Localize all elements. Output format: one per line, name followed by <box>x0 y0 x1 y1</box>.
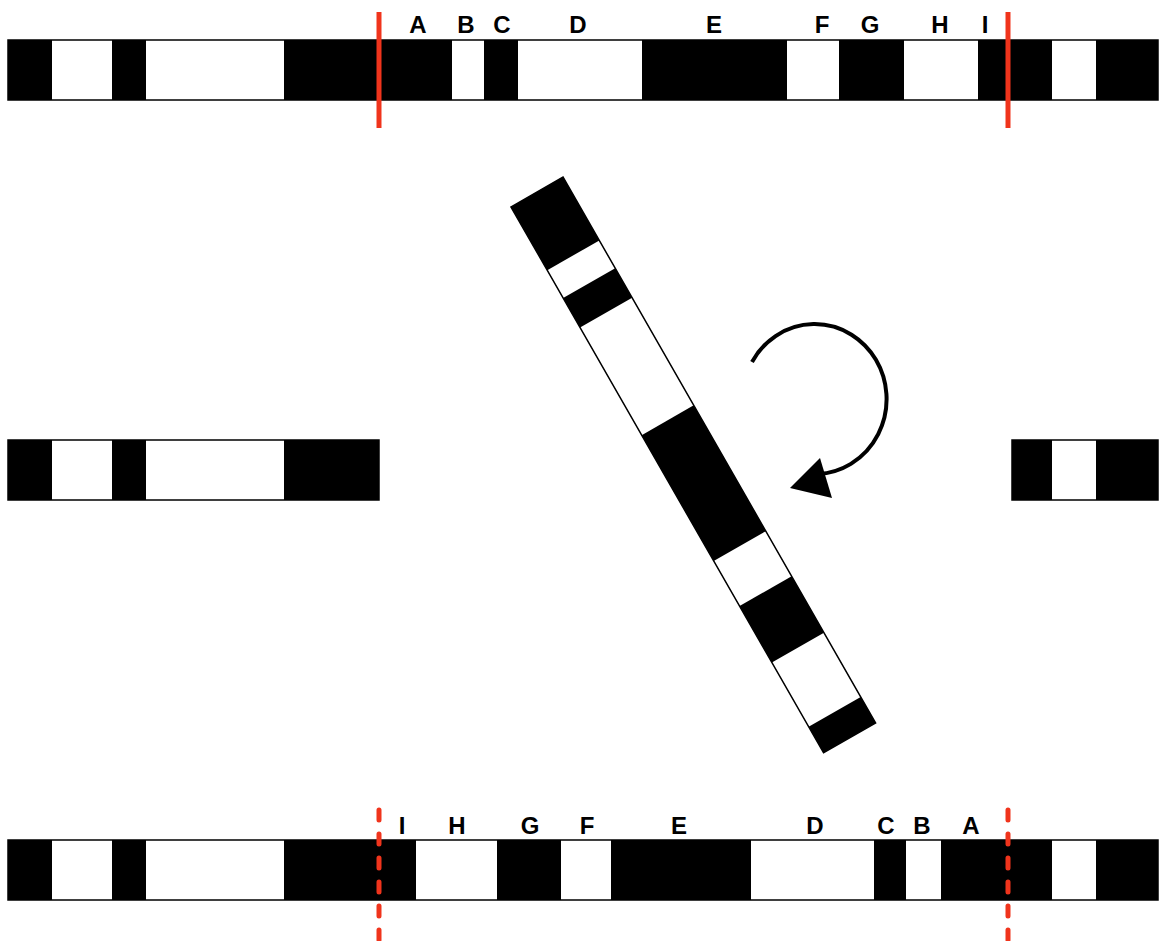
break-point <box>379 12 1008 128</box>
gene-label: D <box>569 11 586 38</box>
gene-label-position: D <box>806 814 823 838</box>
gene-label-position: H <box>931 13 948 37</box>
gene-label-position: I <box>982 13 989 37</box>
chromosome-fragment <box>8 440 1158 500</box>
gene-label: F <box>815 11 830 38</box>
gene-label-position: F <box>815 13 830 37</box>
gene-label-position: C <box>877 814 894 838</box>
gene-label-position: H <box>448 814 465 838</box>
inverted-segment <box>511 177 876 753</box>
gene-label-position: I <box>399 814 406 838</box>
gene-label-position: F <box>580 814 595 838</box>
gene-label: F <box>580 812 595 839</box>
inverted-chromosome <box>8 840 1158 900</box>
gene-label: A <box>962 812 979 839</box>
gene-label: A <box>409 11 426 38</box>
gene-label: B <box>457 11 474 38</box>
original-chromosome <box>8 40 1158 100</box>
gene-label: E <box>671 812 687 839</box>
gene-label: B <box>913 812 930 839</box>
gene-label: E <box>706 11 722 38</box>
gene-label: D <box>806 812 823 839</box>
gene-label: G <box>521 812 540 839</box>
gene-label: I <box>399 812 406 839</box>
gene-label: C <box>877 812 894 839</box>
gene-label-position: C <box>493 13 510 37</box>
gene-label-position: E <box>706 13 722 37</box>
gene-label-position: D <box>569 13 586 37</box>
gene-label-position: A <box>962 814 979 838</box>
gene-label-position: B <box>457 13 474 37</box>
break-point-dashed <box>379 810 1008 940</box>
gene-label: C <box>493 11 510 38</box>
gene-label-position: G <box>521 814 540 838</box>
gene-label: I <box>982 11 989 38</box>
gene-label-position: B <box>913 814 930 838</box>
gene-label: H <box>448 812 465 839</box>
gene-label-position: A <box>409 13 426 37</box>
gene-label-position: G <box>861 13 880 37</box>
gene-label: H <box>931 11 948 38</box>
gene-label-position: E <box>671 814 687 838</box>
rotation-arrow <box>752 324 887 498</box>
gene-label: G <box>861 11 880 38</box>
